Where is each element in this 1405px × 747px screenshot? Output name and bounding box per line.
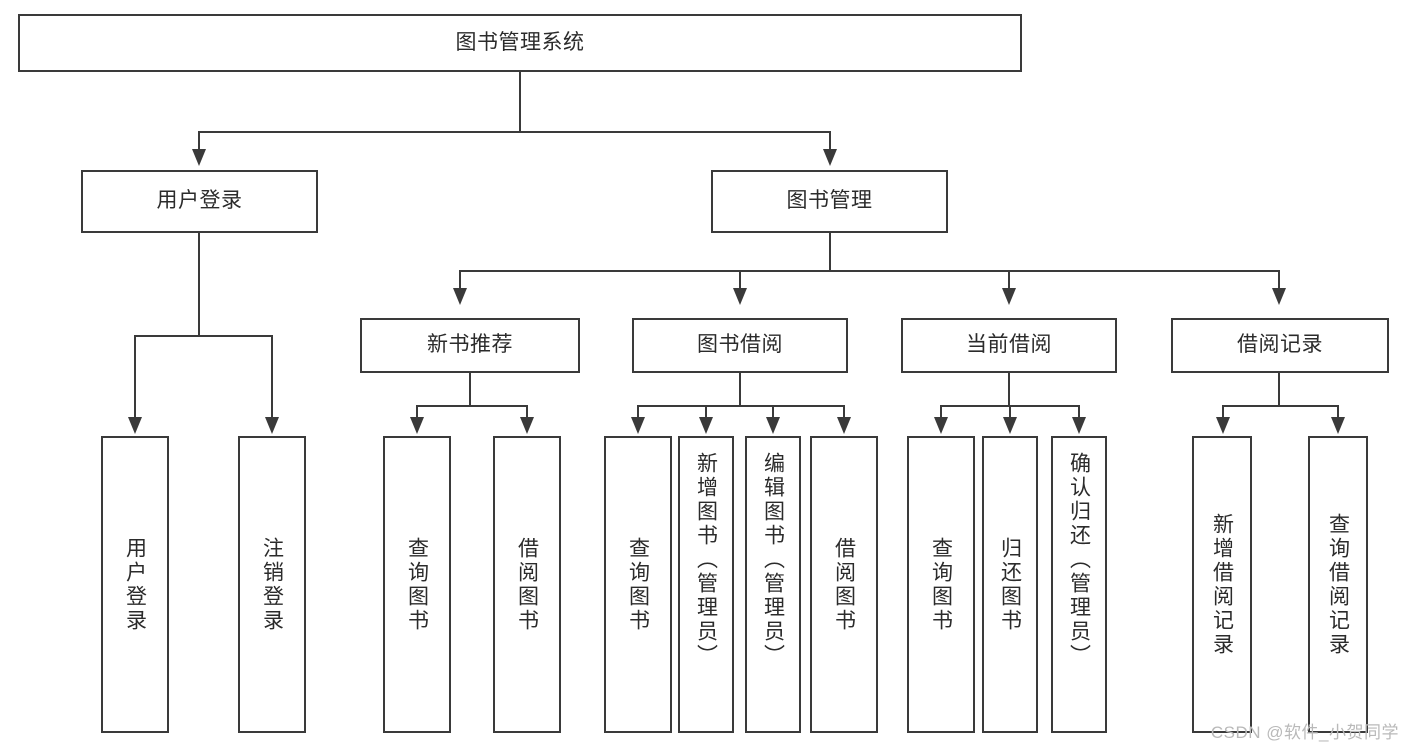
- node-book-management[interactable]: 图书管理: [711, 170, 948, 233]
- node-label: 用户登录: [156, 189, 243, 213]
- connector-user-login-bus: [134, 335, 273, 337]
- arrowhead-leaf-cb-1: [934, 417, 948, 434]
- connector-drop-book-management: [829, 131, 831, 151]
- connector-user-login-stem: [198, 233, 200, 336]
- node-label: 新书推荐: [427, 333, 513, 357]
- arrowhead-leaf-nbr-1: [410, 417, 424, 434]
- connector-drop-leaf-bb-1: [637, 405, 639, 419]
- arrowhead-leaf-bb-3: [766, 417, 780, 434]
- node-root-book-management-system[interactable]: 图书管理系统: [18, 14, 1022, 72]
- connector-book-borrow-stem: [739, 373, 741, 406]
- leaf-user-login[interactable]: 用户登录: [101, 436, 169, 733]
- node-label: 用户登录: [123, 536, 147, 633]
- arrowhead-book-management: [823, 149, 837, 166]
- connector-drop-leaf-user-login-1: [134, 335, 136, 419]
- arrowhead-leaf-cb-2: [1003, 417, 1017, 434]
- connector-drop-leaf-br-1: [1222, 405, 1224, 419]
- node-label: 当前借阅: [966, 333, 1052, 357]
- arrowhead-current-borrow: [1002, 288, 1016, 305]
- arrowhead-leaf-user-login-1: [128, 417, 142, 434]
- leaf-nbr-query-book[interactable]: 查询图书: [383, 436, 451, 733]
- leaf-br-query-record[interactable]: 查询借阅记录: [1308, 436, 1368, 733]
- arrowhead-leaf-bb-4: [837, 417, 851, 434]
- node-label: 新增图书（管理员）: [694, 452, 718, 668]
- connector-drop-new-book-recommend: [459, 270, 461, 290]
- connector-book-management-stem: [829, 233, 831, 271]
- connector-new-book-recommend-stem: [469, 373, 471, 406]
- connector-drop-leaf-bb-4: [843, 405, 845, 419]
- node-label: 查询图书: [405, 536, 429, 633]
- connector-level1-bus: [198, 131, 831, 133]
- arrowhead-book-borrow: [733, 288, 747, 305]
- arrowhead-new-book-recommend: [453, 288, 467, 305]
- arrowhead-user-login: [192, 149, 206, 166]
- leaf-cb-confirm-return-admin[interactable]: 确认归还（管理员）: [1051, 436, 1107, 733]
- arrowhead-leaf-nbr-2: [520, 417, 534, 434]
- connector-borrow-record-stem: [1278, 373, 1280, 406]
- connector-drop-leaf-nbr-1: [416, 405, 418, 419]
- leaf-bb-add-book-admin[interactable]: 新增图书（管理员）: [678, 436, 734, 733]
- arrowhead-leaf-user-login-2: [265, 417, 279, 434]
- node-label: 确认归还（管理员）: [1067, 452, 1091, 668]
- node-label: 图书管理系统: [455, 30, 585, 54]
- node-user-login[interactable]: 用户登录: [81, 170, 318, 233]
- node-label: 查询图书: [929, 536, 953, 633]
- node-current-borrow[interactable]: 当前借阅: [901, 318, 1117, 373]
- node-label: 图书借阅: [697, 333, 783, 357]
- connector-current-borrow-stem: [1008, 373, 1010, 406]
- node-label: 图书管理: [786, 189, 873, 213]
- connector-drop-leaf-nbr-2: [526, 405, 528, 419]
- node-book-borrow[interactable]: 图书借阅: [632, 318, 848, 373]
- node-label: 借阅图书: [515, 536, 539, 633]
- arrowhead-leaf-bb-2: [699, 417, 713, 434]
- connector-drop-leaf-cb-2: [1009, 405, 1011, 419]
- connector-drop-leaf-br-2: [1337, 405, 1339, 419]
- leaf-cb-return-book[interactable]: 归还图书: [982, 436, 1038, 733]
- arrowhead-leaf-br-1: [1216, 417, 1230, 434]
- leaf-bb-edit-book-admin[interactable]: 编辑图书（管理员）: [745, 436, 801, 733]
- arrowhead-leaf-bb-1: [631, 417, 645, 434]
- connector-drop-current-borrow: [1008, 270, 1010, 290]
- connector-level2-bus: [459, 270, 1279, 272]
- connector-drop-borrow-record: [1278, 270, 1280, 290]
- arrowhead-leaf-cb-3: [1072, 417, 1086, 434]
- connector-drop-leaf-bb-3: [772, 405, 774, 419]
- leaf-user-logout[interactable]: 注销登录: [238, 436, 306, 733]
- leaf-bb-query-book[interactable]: 查询图书: [604, 436, 672, 733]
- watermark-csdn: CSDN @软件_小贺同学: [1210, 723, 1399, 742]
- connector-drop-leaf-user-login-2: [271, 335, 273, 419]
- leaf-cb-query-book[interactable]: 查询图书: [907, 436, 975, 733]
- node-label: 新增借阅记录: [1210, 512, 1234, 657]
- node-new-book-recommend[interactable]: 新书推荐: [360, 318, 580, 373]
- connector-drop-user-login: [198, 131, 200, 151]
- node-label: 归还图书: [998, 536, 1022, 633]
- node-label: 注销登录: [260, 536, 284, 633]
- connector-drop-leaf-cb-3: [1078, 405, 1080, 419]
- leaf-nbr-borrow-book[interactable]: 借阅图书: [493, 436, 561, 733]
- connector-book-borrow-bus: [637, 405, 845, 407]
- node-label: 查询借阅记录: [1326, 512, 1350, 657]
- connector-root-stem: [519, 72, 521, 132]
- arrowhead-leaf-br-2: [1331, 417, 1345, 434]
- connector-new-book-recommend-bus: [416, 405, 528, 407]
- leaf-bb-borrow-book[interactable]: 借阅图书: [810, 436, 878, 733]
- node-label: 借阅记录: [1237, 333, 1323, 357]
- connector-drop-leaf-bb-2: [705, 405, 707, 419]
- node-borrow-record[interactable]: 借阅记录: [1171, 318, 1389, 373]
- connector-borrow-record-bus: [1222, 405, 1339, 407]
- leaf-br-add-record[interactable]: 新增借阅记录: [1192, 436, 1252, 733]
- node-label: 借阅图书: [832, 536, 856, 633]
- connector-drop-book-borrow: [739, 270, 741, 290]
- connector-drop-leaf-cb-1: [940, 405, 942, 419]
- node-label: 查询图书: [626, 536, 650, 633]
- arrowhead-borrow-record: [1272, 288, 1286, 305]
- node-label: 编辑图书（管理员）: [761, 452, 785, 668]
